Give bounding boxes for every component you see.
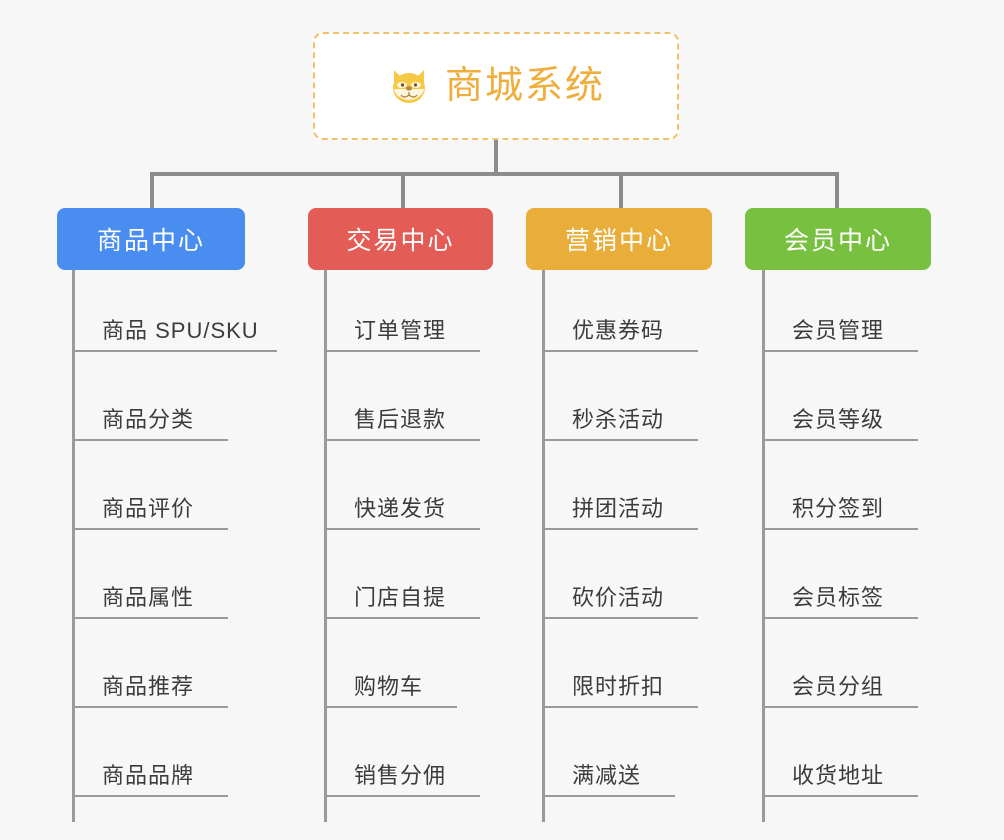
leaf-label: 砍价活动	[572, 585, 665, 610]
leaf-label: 拼团活动	[572, 496, 665, 521]
rail-column-4	[762, 270, 765, 822]
leaf-underline	[542, 795, 675, 797]
leaf-underline	[72, 706, 228, 708]
leaf-underline	[324, 617, 480, 619]
category-label-2: 交易中心	[346, 227, 455, 255]
leaf-underline	[324, 350, 480, 352]
category-label-1: 商品中心	[96, 227, 205, 255]
rail-column-2	[324, 270, 327, 822]
leaf-underline	[542, 617, 698, 619]
connector-bus	[150, 172, 837, 176]
leaf-underline	[542, 439, 698, 441]
category-header-4[interactable]: 会员中心	[745, 208, 931, 270]
category-label-3: 营销中心	[564, 227, 673, 255]
category-column-4: 会员中心	[745, 208, 931, 270]
leaf-label: 门店自提	[354, 585, 447, 610]
connector-drop-1	[150, 172, 154, 210]
rail-column-3	[542, 270, 545, 822]
category-column-1: 商品中心	[57, 208, 245, 270]
category-header-2[interactable]: 交易中心	[308, 208, 493, 270]
leaf-underline	[762, 528, 918, 530]
leaf-label: 商品分类	[102, 407, 195, 432]
leaf-underline	[324, 706, 457, 708]
root-title: 商城系统	[444, 65, 605, 107]
connector-root-stem	[494, 140, 498, 175]
leaf-label: 商品推荐	[102, 674, 195, 699]
root-node[interactable]: 商城系统	[313, 32, 679, 140]
leaf-label: 售后退款	[354, 407, 447, 432]
leaf-label: 优惠券码	[572, 318, 665, 343]
leaf-underline	[72, 617, 228, 619]
leaf-underline	[762, 439, 918, 441]
leaf-underline	[542, 706, 698, 708]
leaf-underline	[542, 350, 698, 352]
leaf-label: 商品 SPU/SKU	[102, 318, 259, 343]
leaf-label: 秒杀活动	[572, 407, 665, 432]
leaf-underline	[72, 439, 228, 441]
leaf-underline	[542, 528, 698, 530]
category-label-4: 会员中心	[783, 227, 892, 255]
leaf-label: 订单管理	[354, 318, 447, 343]
leaf-underline	[324, 439, 480, 441]
leaf-label: 收货地址	[792, 763, 885, 788]
leaf-underline	[72, 350, 277, 352]
category-header-1[interactable]: 商品中心	[57, 208, 245, 270]
leaf-label: 会员等级	[792, 407, 885, 432]
leaf-underline	[72, 528, 228, 530]
leaf-label: 商品评价	[102, 496, 195, 521]
leaf-underline	[762, 706, 918, 708]
leaf-underline	[72, 795, 228, 797]
connector-drop-3	[619, 172, 623, 210]
leaf-label: 商品属性	[102, 585, 195, 610]
leaf-label: 满减送	[572, 763, 642, 788]
leaf-label: 限时折扣	[572, 674, 665, 699]
leaf-underline	[324, 528, 480, 530]
category-column-2: 交易中心	[308, 208, 493, 270]
leaf-label: 积分签到	[792, 496, 885, 521]
connector-drop-4	[835, 172, 839, 210]
leaf-label: 会员分组	[792, 674, 885, 699]
leaf-label: 会员管理	[792, 318, 885, 343]
leaf-label: 购物车	[354, 674, 424, 699]
leaf-underline	[762, 350, 918, 352]
shiba-dog-emoji	[387, 64, 431, 108]
leaf-underline	[762, 795, 918, 797]
leaf-label: 销售分佣	[354, 763, 447, 788]
category-column-3: 营销中心	[526, 208, 712, 270]
leaf-underline	[762, 617, 918, 619]
rail-column-1	[72, 270, 75, 822]
category-header-3[interactable]: 营销中心	[526, 208, 712, 270]
leaf-label: 商品品牌	[102, 763, 195, 788]
connector-drop-2	[401, 172, 405, 210]
leaf-label: 会员标签	[792, 585, 885, 610]
leaf-underline	[324, 795, 480, 797]
leaf-label: 快递发货	[354, 496, 447, 521]
